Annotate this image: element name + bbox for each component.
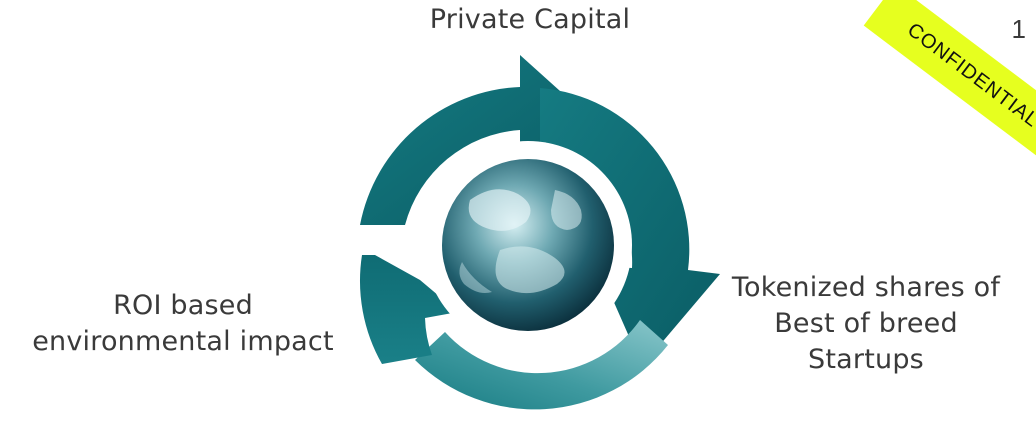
earth-globe-icon <box>442 159 614 331</box>
label-roi-line-2: environmental impact <box>32 326 334 357</box>
label-tokenized-line-1: Tokenized shares of <box>731 272 1001 303</box>
label-tokenized-line-2: Best of breed <box>774 308 958 339</box>
label-tokenized-line-3: Startups <box>808 344 924 375</box>
page-number: 1 <box>1011 14 1026 44</box>
label-roi-impact: ROI based environmental impact <box>0 288 366 360</box>
arrow-roi-impact <box>359 255 458 364</box>
label-private-capital-text: Private Capital <box>429 4 631 35</box>
label-private-capital: Private Capital <box>380 2 680 38</box>
label-tokenized-shares: Tokenized shares of Best of breed Startu… <box>696 270 1036 378</box>
arrow-tokenized-shares <box>415 320 668 410</box>
label-roi-line-1: ROI based <box>113 290 253 321</box>
